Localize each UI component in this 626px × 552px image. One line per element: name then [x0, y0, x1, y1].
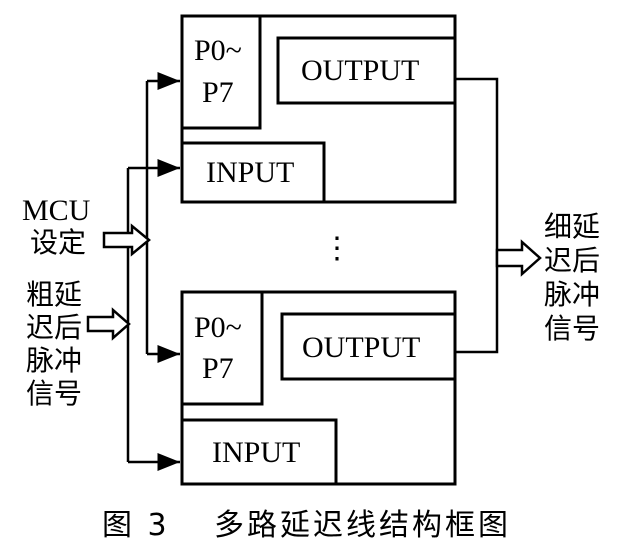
coarse-label-line-3: 脉冲 [26, 344, 82, 377]
output-label-line-2: 迟后 [544, 244, 600, 277]
delay-block-1: P0~ P7 OUTPUT INPUT [180, 14, 457, 204]
delay-block-1-output-box [276, 36, 457, 105]
figure-number: 图 3 [102, 508, 170, 543]
output-label-line-3: 脉冲 [544, 278, 600, 311]
coarse-label-line-2: 迟后 [26, 311, 82, 344]
delay-block-2-port-label-top: P0~ [194, 311, 242, 344]
mcu-setting-label: 设定 [30, 226, 86, 259]
mcu-input-arrow [102, 223, 151, 257]
delay-block-1-port-label-top: P0~ [194, 34, 242, 67]
mcu-label: MCU [22, 194, 91, 227]
delay-block-1-input-box [180, 141, 326, 204]
coarse-label-line-1: 粗延 [26, 278, 82, 311]
output-bus [455, 77, 499, 354]
delay-block-1-port-box [180, 14, 262, 130]
delay-block-2-output-label: OUTPUT [302, 331, 420, 364]
delay-block-1-port-label-bottom: P7 [202, 76, 234, 109]
delay-block-2: P0~ P7 OUTPUT INPUT [180, 290, 457, 486]
output-label-line-1: 细延 [544, 210, 600, 243]
output-label-line-4: 信号 [544, 312, 600, 345]
delay-block-2-output-box [280, 312, 457, 381]
mcu-bus [145, 72, 180, 363]
delay-block-2-port-label-bottom: P7 [202, 352, 234, 385]
delay-block-1-input-label: INPUT [206, 156, 294, 189]
figure-title: 多路延迟线结构框图 [214, 508, 511, 543]
delay-block-1-output-label: OUTPUT [301, 54, 419, 87]
ellipsis: ⋮ [322, 232, 352, 265]
delay-block-2-port-box [180, 290, 264, 406]
coarse-label-line-4: 信号 [26, 377, 82, 410]
coarse-input-arrow [86, 307, 131, 341]
delay-block-2-input-label: INPUT [212, 436, 300, 469]
delay-block-2-input-box [180, 418, 338, 486]
coarse-pulse-bus [126, 159, 180, 471]
fine-output-arrow [495, 239, 542, 277]
output-line-block-1 [455, 77, 499, 354]
